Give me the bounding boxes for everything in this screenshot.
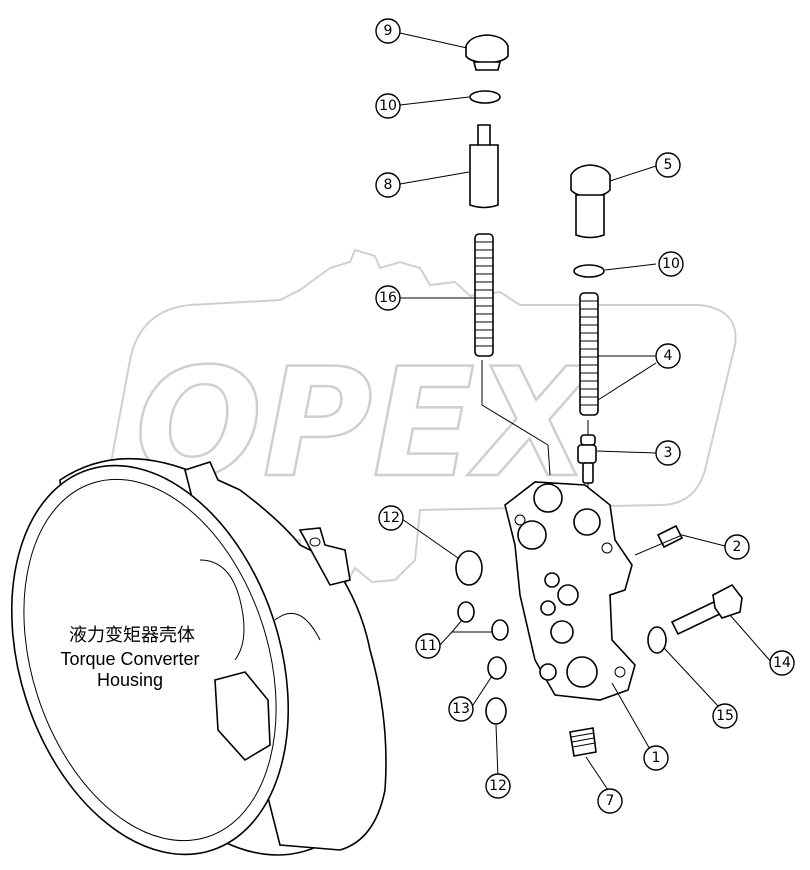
callout-12-lower: 12 <box>485 773 511 799</box>
callout-10-top: 10 <box>375 93 401 119</box>
part-10-o-ring-top <box>469 90 501 104</box>
housing-label-english-1: Torque Converter <box>60 649 199 669</box>
part-9-plug <box>465 34 509 71</box>
callout-12-upper-text: 12 <box>382 510 400 526</box>
callout-5-text: 5 <box>664 157 673 173</box>
callout-11-text: 11 <box>419 638 437 654</box>
torque-converter-housing <box>10 457 387 856</box>
callout-10-right-text: 10 <box>662 256 680 272</box>
callout-2: 2 <box>724 534 750 560</box>
part-5-plug <box>570 164 611 239</box>
part-12-o-ring-lower <box>485 697 507 725</box>
callout-4: 4 <box>655 343 681 369</box>
callout-1-text: 1 <box>652 750 661 766</box>
callout-2-text: 2 <box>733 539 742 555</box>
callout-9-text: 9 <box>384 23 393 39</box>
part-1-valve-body <box>504 481 636 701</box>
callout-10-right: 10 <box>658 251 684 277</box>
housing-label-chinese: 液力变矩器壳体 <box>69 625 195 645</box>
callout-10-top-text: 10 <box>379 98 397 114</box>
part-10-o-ring-right <box>573 264 605 278</box>
callout-15-text: 15 <box>716 708 734 724</box>
callout-9: 9 <box>375 18 401 44</box>
part-12-o-ring-upper <box>455 550 483 586</box>
callout-3: 3 <box>655 440 681 466</box>
leader-lines <box>399 32 773 794</box>
callout-1: 1 <box>643 745 669 771</box>
callout-3-text: 3 <box>664 445 673 461</box>
callout-7: 7 <box>597 788 623 814</box>
callout-8: 8 <box>375 172 401 198</box>
callout-14-text: 14 <box>773 655 791 671</box>
part-11-o-ring-b <box>491 619 509 641</box>
housing-label-english-2: Housing <box>97 670 163 690</box>
callout-16: 16 <box>375 285 401 311</box>
callout-13-text: 13 <box>452 701 470 717</box>
part-13-o-ring <box>487 656 507 680</box>
callout-4-text: 4 <box>664 348 673 364</box>
part-15-washer <box>647 626 667 654</box>
callout-12-upper: 12 <box>378 505 404 531</box>
callout-5: 5 <box>655 152 681 178</box>
callout-11: 11 <box>415 633 441 659</box>
part-4-spring <box>579 292 599 416</box>
part-16-spring <box>474 233 494 357</box>
callout-12-lower-text: 12 <box>489 778 507 794</box>
callout-14: 14 <box>769 650 795 676</box>
callout-8-text: 8 <box>384 177 393 193</box>
part-11-o-ring-a <box>457 601 475 623</box>
callout-13: 13 <box>448 696 474 722</box>
part-7-plug <box>569 727 597 757</box>
part-14-bolt <box>670 583 743 636</box>
part-3-valve-poppet <box>577 434 597 484</box>
part-8-valve <box>469 124 499 209</box>
callout-15: 15 <box>712 703 738 729</box>
callout-7-text: 7 <box>606 793 615 809</box>
callout-16-text: 16 <box>379 290 397 306</box>
